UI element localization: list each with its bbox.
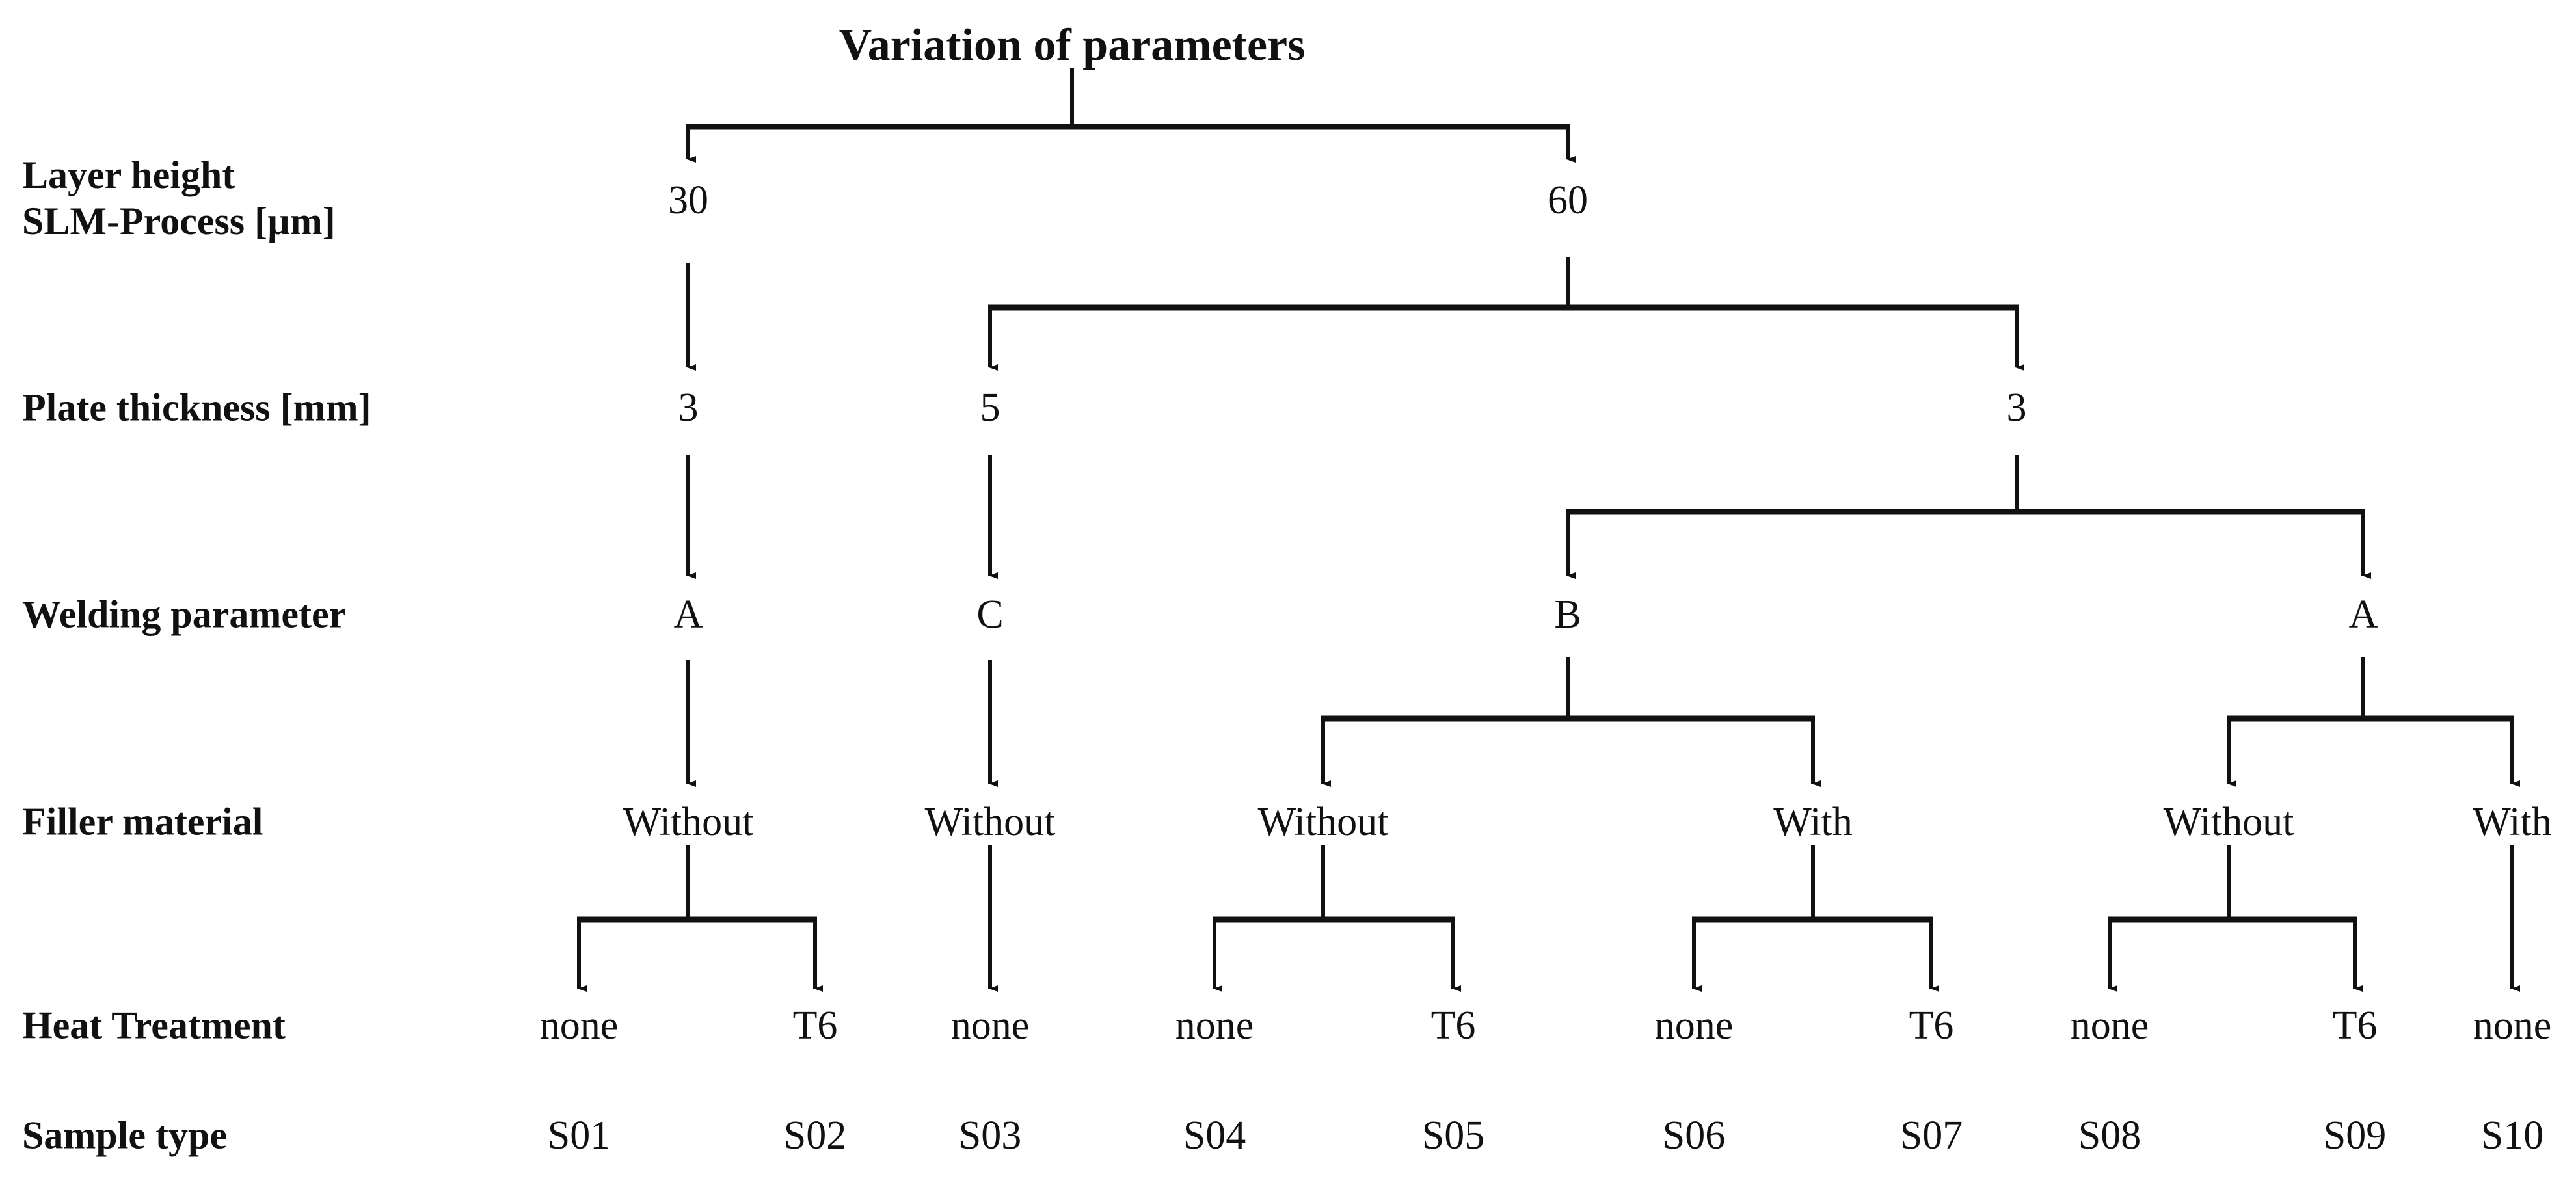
node-sample-type-s06: S06 [1662, 1113, 1726, 1158]
node-filler-material-2: Without [924, 800, 1056, 844]
row-label-welding-parameter: Welding parameter [22, 592, 346, 638]
node-sample-type-s01: S01 [547, 1113, 611, 1158]
node-welding-parameter-2: C [976, 592, 1004, 637]
node-heat-treatment-4: none [1175, 1004, 1254, 1048]
node-heat-treatment-6: none [1654, 1004, 1734, 1048]
node-filler-material-1: Without [623, 800, 754, 844]
row-label-layer-height-line2: SLM-Process [µm] [22, 200, 336, 243]
node-filler-material-4: With [1773, 800, 1853, 844]
node-heat-treatment-2: T6 [792, 1004, 838, 1048]
row-label-filler-material: Filler material [22, 799, 263, 845]
node-heat-treatment-1: none [539, 1004, 619, 1048]
node-heat-treatment-3: none [950, 1004, 1030, 1048]
row-label-heat-treatment-line1: Heat Treatment [22, 1004, 286, 1047]
node-sample-type-s08: S08 [2078, 1113, 2141, 1158]
node-sample-type-s05: S05 [1421, 1113, 1485, 1158]
row-label-plate-thickness-line1: Plate thickness [mm] [22, 386, 371, 429]
node-filler-material-3: Without [1257, 800, 1389, 844]
node-heat-treatment-5: T6 [1430, 1004, 1476, 1048]
row-label-welding-parameter-line1: Welding parameter [22, 592, 347, 636]
node-heat-treatment-10: none [2473, 1004, 2552, 1048]
row-label-sample-type: Sample type [22, 1113, 227, 1159]
row-label-filler-material-line1: Filler material [22, 800, 263, 844]
node-sample-type-s02: S02 [783, 1113, 847, 1158]
node-root-title: Variation of parameters [839, 20, 1306, 70]
row-label-layer-height-line1: Layer height [22, 153, 235, 197]
node-plate-thickness-2: 5 [980, 386, 1000, 430]
node-welding-parameter-4: A [2348, 592, 2378, 637]
node-plate-thickness-1: 3 [678, 386, 699, 430]
row-label-plate-thickness: Plate thickness [mm] [22, 385, 371, 431]
row-label-heat-treatment: Heat Treatment [22, 1003, 286, 1049]
row-label-layer-height: Layer height SLM-Process [µm] [22, 152, 336, 245]
node-welding-parameter-1: A [673, 592, 703, 637]
node-sample-type-s09: S09 [2323, 1113, 2387, 1158]
node-welding-parameter-3: B [1554, 592, 1581, 637]
node-sample-type-s04: S04 [1183, 1113, 1246, 1158]
node-filler-material-6: With [2473, 800, 2552, 844]
node-heat-treatment-9: T6 [2332, 1004, 2378, 1048]
node-sample-type-s07: S07 [1899, 1113, 1963, 1158]
node-layer-height-60: 60 [1548, 178, 1588, 222]
node-filler-material-5: Without [2163, 800, 2294, 844]
node-sample-type-s03: S03 [958, 1113, 1022, 1158]
node-layer-height-30: 30 [668, 178, 708, 222]
node-heat-treatment-8: none [2070, 1004, 2149, 1048]
node-heat-treatment-7: T6 [1909, 1004, 1954, 1048]
node-plate-thickness-3: 3 [2006, 386, 2027, 430]
node-sample-type-s10: S10 [2480, 1113, 2544, 1158]
row-label-sample-type-line1: Sample type [22, 1113, 227, 1157]
